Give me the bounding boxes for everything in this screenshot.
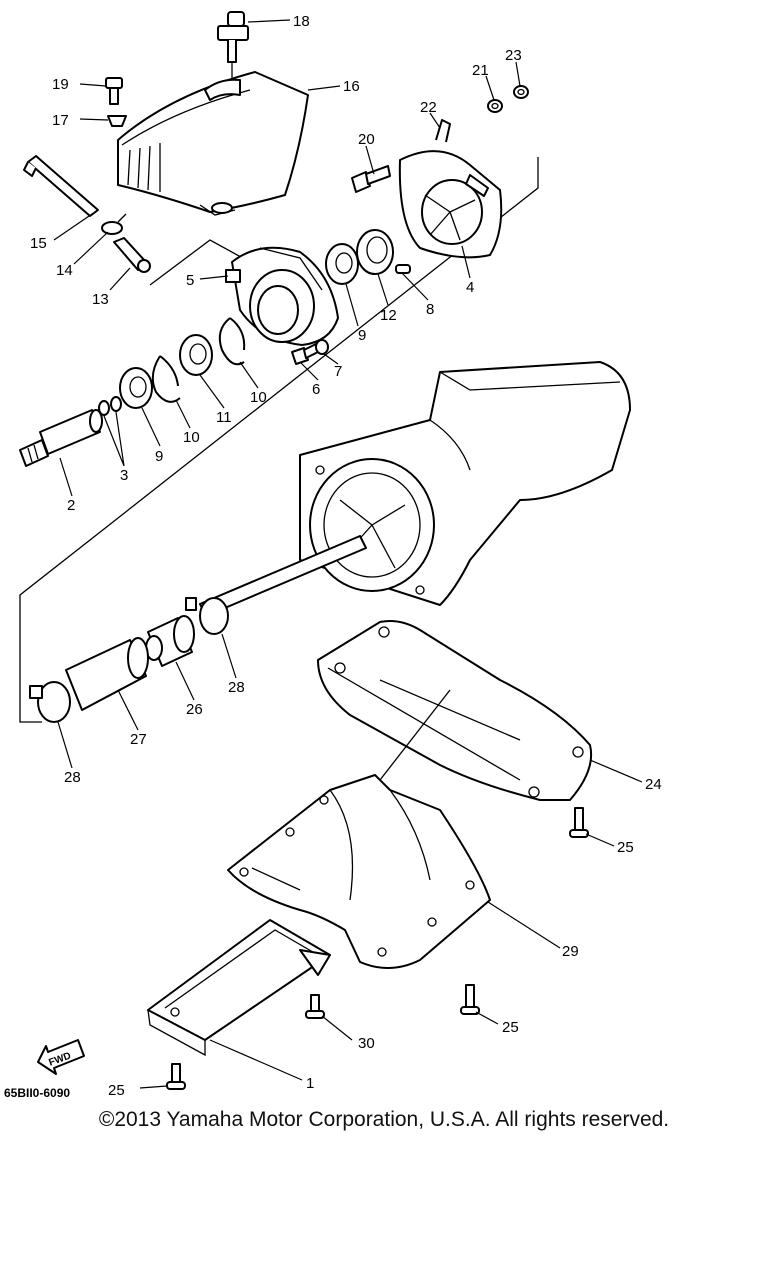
callout-1: 1 (306, 1075, 314, 1092)
callout-2: 2 (67, 497, 75, 514)
grommet-17 (107, 115, 127, 127)
callout-18: 18 (293, 13, 310, 30)
callout-24: 24 (645, 776, 662, 793)
sensor (217, 11, 249, 78)
callout-17: 17 (52, 112, 69, 129)
callout-19: 19 (52, 76, 69, 93)
bearing-11 (179, 334, 213, 376)
callout-20: 20 (358, 131, 375, 148)
pump-housing (299, 361, 631, 606)
screw-30 (305, 994, 325, 1019)
callout-12: 12 (380, 307, 397, 324)
callout-25-left: 25 (108, 1082, 125, 1099)
callout-9-upper: 9 (358, 327, 366, 344)
leader-lines (53, 19, 643, 1089)
circlip-10-lower (151, 355, 181, 403)
callout-3: 3 (120, 467, 128, 484)
bearing-housing (225, 246, 339, 346)
washer-7 (315, 339, 329, 355)
callout-6: 6 (312, 381, 320, 398)
clamp-28-lower (29, 681, 71, 723)
callout-13: 13 (92, 291, 109, 308)
callout-28-lower: 28 (64, 769, 81, 786)
hose-15 (23, 155, 99, 217)
group-frame (19, 157, 539, 723)
callout-25-right: 25 (617, 839, 634, 856)
callout-26: 26 (186, 701, 203, 718)
callout-7: 7 (334, 363, 342, 380)
bolt-19 (105, 77, 123, 105)
callout-8: 8 (426, 301, 434, 318)
callout-5: 5 (186, 272, 194, 289)
callout-27: 27 (130, 731, 147, 748)
drawing-code: 65BII0-6090 (4, 1086, 70, 1100)
callout-30: 30 (358, 1035, 375, 1052)
washer-21 (487, 99, 503, 113)
intake-grate (147, 919, 331, 1057)
bolt-6 (291, 343, 319, 365)
callouts: 18 19 17 16 20 22 21 23 15 14 13 5 4 8 1… (4, 13, 662, 1100)
callout-29: 29 (562, 943, 579, 960)
coupler-26 (145, 615, 195, 667)
bottom-plate (317, 620, 592, 801)
callout-16: 16 (343, 78, 360, 95)
callout-28-upper: 28 (228, 679, 245, 696)
clamp-28-upper (185, 597, 229, 635)
fitting-13 (113, 237, 151, 273)
parts-diagram: FWD (4, 11, 662, 1100)
bolt-20 (351, 165, 391, 193)
o-rings-3 (98, 396, 122, 416)
drive-shaft (19, 409, 103, 467)
callout-14: 14 (56, 262, 73, 279)
clip-14 (101, 213, 127, 235)
pump-cover-plate (398, 119, 503, 259)
callout-4: 4 (466, 279, 474, 296)
screw-25-middle (460, 984, 480, 1015)
copyright-notice: ©2013 Yamaha Motor Corporation, U.S.A. A… (98, 1108, 670, 1131)
bearing-9-lower (119, 367, 153, 409)
screw-25-right (569, 807, 589, 838)
bearing-9-upper (325, 243, 359, 285)
circlip-10-upper (218, 317, 246, 366)
callout-25-middle: 25 (502, 1019, 519, 1036)
screw-25-left (166, 1063, 186, 1090)
callout-9-lower: 9 (155, 448, 163, 465)
callout-10-lower: 10 (183, 429, 200, 446)
boot-27 (65, 637, 149, 711)
seal-12 (356, 229, 394, 275)
callout-15: 15 (30, 235, 47, 252)
pin-8 (395, 264, 411, 274)
nozzle-housing (227, 774, 491, 970)
fwd-arrow-icon: FWD (37, 1039, 85, 1075)
callout-10-upper: 10 (250, 389, 267, 406)
nut-23 (513, 85, 529, 99)
callout-11: 11 (216, 409, 232, 426)
top-cover (117, 71, 309, 216)
callout-21: 21 (472, 62, 489, 79)
callout-23: 23 (505, 47, 522, 64)
callout-22: 22 (420, 99, 437, 116)
